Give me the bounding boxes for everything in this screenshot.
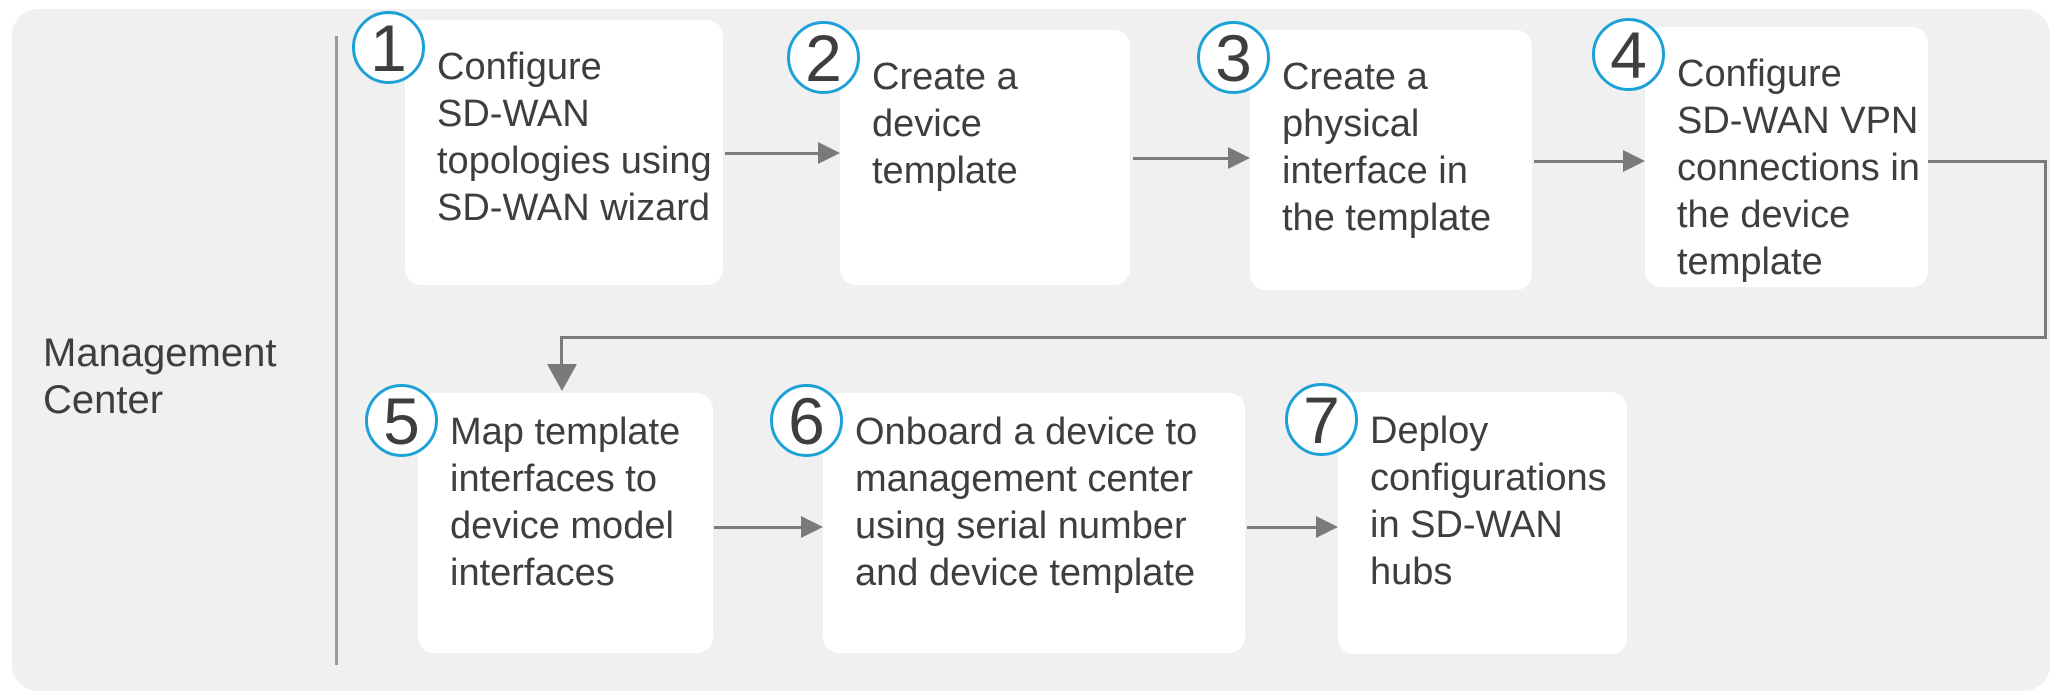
step-4-number: 4 — [1610, 17, 1647, 92]
step-4-number-badge: 4 — [1592, 18, 1665, 91]
arrow-down-into-step5-icon — [547, 364, 577, 391]
step-2-label: Create a device template — [872, 56, 1018, 192]
step-6-box: 6 Onboard a device to management center … — [770, 384, 1245, 653]
step-6-card — [823, 393, 1245, 653]
step-7-number: 7 — [1303, 382, 1340, 457]
swimlane-divider-line — [335, 36, 338, 665]
step-1-label: Configure SD-WAN topologies using SD-WAN… — [437, 46, 712, 229]
step-4-label: Configure SD-WAN VPN connections in the … — [1677, 53, 1920, 283]
step-5-card — [418, 393, 713, 653]
step-1-card — [405, 20, 723, 285]
step-7-label: Deploy configurations in SD-WAN hubs — [1370, 410, 1607, 593]
step-3-number-badge: 3 — [1197, 21, 1270, 94]
step-5-number-badge: 5 — [365, 384, 438, 457]
step-6-label: Onboard a device to management center us… — [855, 411, 1198, 594]
step-7-card — [1338, 392, 1627, 654]
step-2-box: 2 Create a device template — [787, 21, 1130, 285]
step-6-number: 6 — [788, 383, 825, 458]
step-6-number-badge: 6 — [770, 384, 843, 457]
step-1-number-badge: 1 — [352, 11, 425, 84]
step-2-number-badge: 2 — [787, 21, 860, 94]
step-7-box: 7 Deploy configurations in SD-WAN hubs — [1285, 383, 1627, 654]
step-5-box: 5 Map template interfaces to device mode… — [365, 384, 713, 653]
step-1-number: 1 — [370, 10, 407, 85]
step-1-box: 1 Configure SD-WAN topologies using SD-W… — [352, 11, 723, 285]
step-3-card — [1250, 30, 1532, 290]
step-3-label: Create a physical interface in the templ… — [1282, 56, 1492, 239]
step-2-card — [840, 30, 1130, 285]
step-5-label: Map template interfaces to device model … — [450, 411, 681, 594]
step-3-box: 3 Create a physical interface in the tem… — [1197, 21, 1532, 290]
step-3-number: 3 — [1215, 20, 1252, 95]
management-center-label: Management Center — [43, 331, 277, 422]
step-5-number: 5 — [383, 383, 420, 458]
step-4-box: 4 Configure SD-WAN VPN connections in th… — [1592, 18, 1928, 287]
step-4-card — [1645, 27, 1928, 287]
step-7-number-badge: 7 — [1285, 383, 1358, 456]
step-2-number: 2 — [805, 20, 842, 95]
